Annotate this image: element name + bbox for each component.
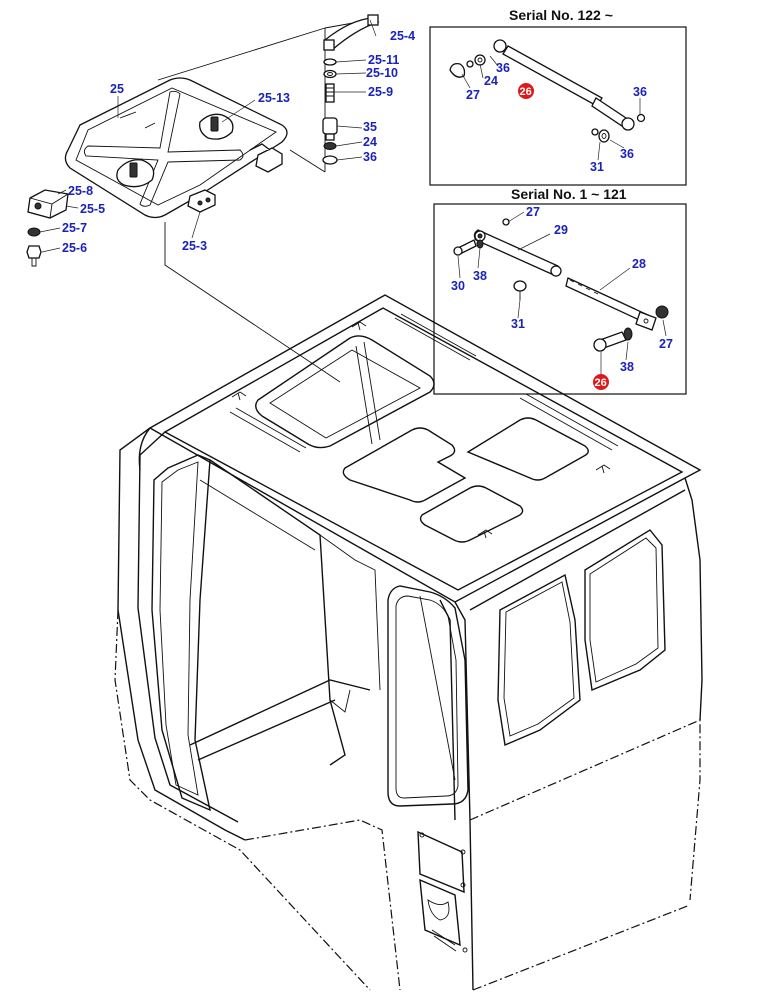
callout-upper-31: 31 [590, 160, 604, 174]
cab-body [114, 294, 703, 991]
callout-lower-26: 26 [595, 377, 607, 389]
highlight-badge-lower-26: 26 [593, 374, 609, 390]
callout-lower-30: 30 [451, 279, 465, 293]
callout-upper-36c: 36 [620, 147, 634, 161]
callout-lower-38b: 38 [620, 360, 634, 374]
callout-upper-36b: 36 [633, 85, 647, 99]
lower-box-title: Serial No. 1 ~ 121 [511, 186, 627, 202]
callout-lower-31: 31 [511, 317, 525, 331]
callout-25-7: 25-7 [62, 221, 87, 235]
callout-lower-27b: 27 [659, 337, 673, 351]
callout-lower-38a: 38 [473, 269, 487, 283]
callout-lower-28: 28 [632, 257, 646, 271]
callout-upper-27: 27 [466, 88, 480, 102]
callout-25: 25 [110, 82, 124, 96]
callout-upper-26: 26 [520, 86, 532, 98]
callout-lower-27a: 27 [526, 205, 540, 219]
roof-hatch [64, 77, 288, 219]
callout-24: 24 [363, 135, 377, 149]
lower-serial-box [433, 203, 687, 395]
highlight-badge-upper-26: 26 [518, 83, 534, 99]
callout-25-9: 25-9 [368, 85, 393, 99]
callout-25-4: 25-4 [390, 29, 415, 43]
callout-25-10: 25-10 [366, 66, 398, 80]
callout-25-5: 25-5 [80, 202, 105, 216]
hatch-handle-hardware [322, 14, 380, 165]
callout-25-6: 25-6 [62, 241, 87, 255]
callout-upper-24: 24 [484, 74, 498, 88]
upper-serial-box [429, 26, 687, 186]
callout-35: 35 [363, 120, 377, 134]
callout-25-3: 25-3 [182, 239, 207, 253]
callout-lower-29: 29 [554, 223, 568, 237]
upper-box-title: Serial No. 122 ~ [509, 7, 613, 23]
callout-25-11: 25-11 [368, 53, 399, 67]
hatch-assembly-leaders [157, 19, 371, 383]
callout-upper-36a: 36 [496, 61, 510, 75]
callout-25-8: 25-8 [68, 184, 93, 198]
callout-leaders [39, 19, 667, 376]
callout-36: 36 [363, 150, 377, 164]
callout-25-13: 25-13 [258, 91, 290, 105]
callout-labels: 25 25-13 25-4 25-11 25-10 25-9 35 24 36 … [62, 29, 673, 374]
